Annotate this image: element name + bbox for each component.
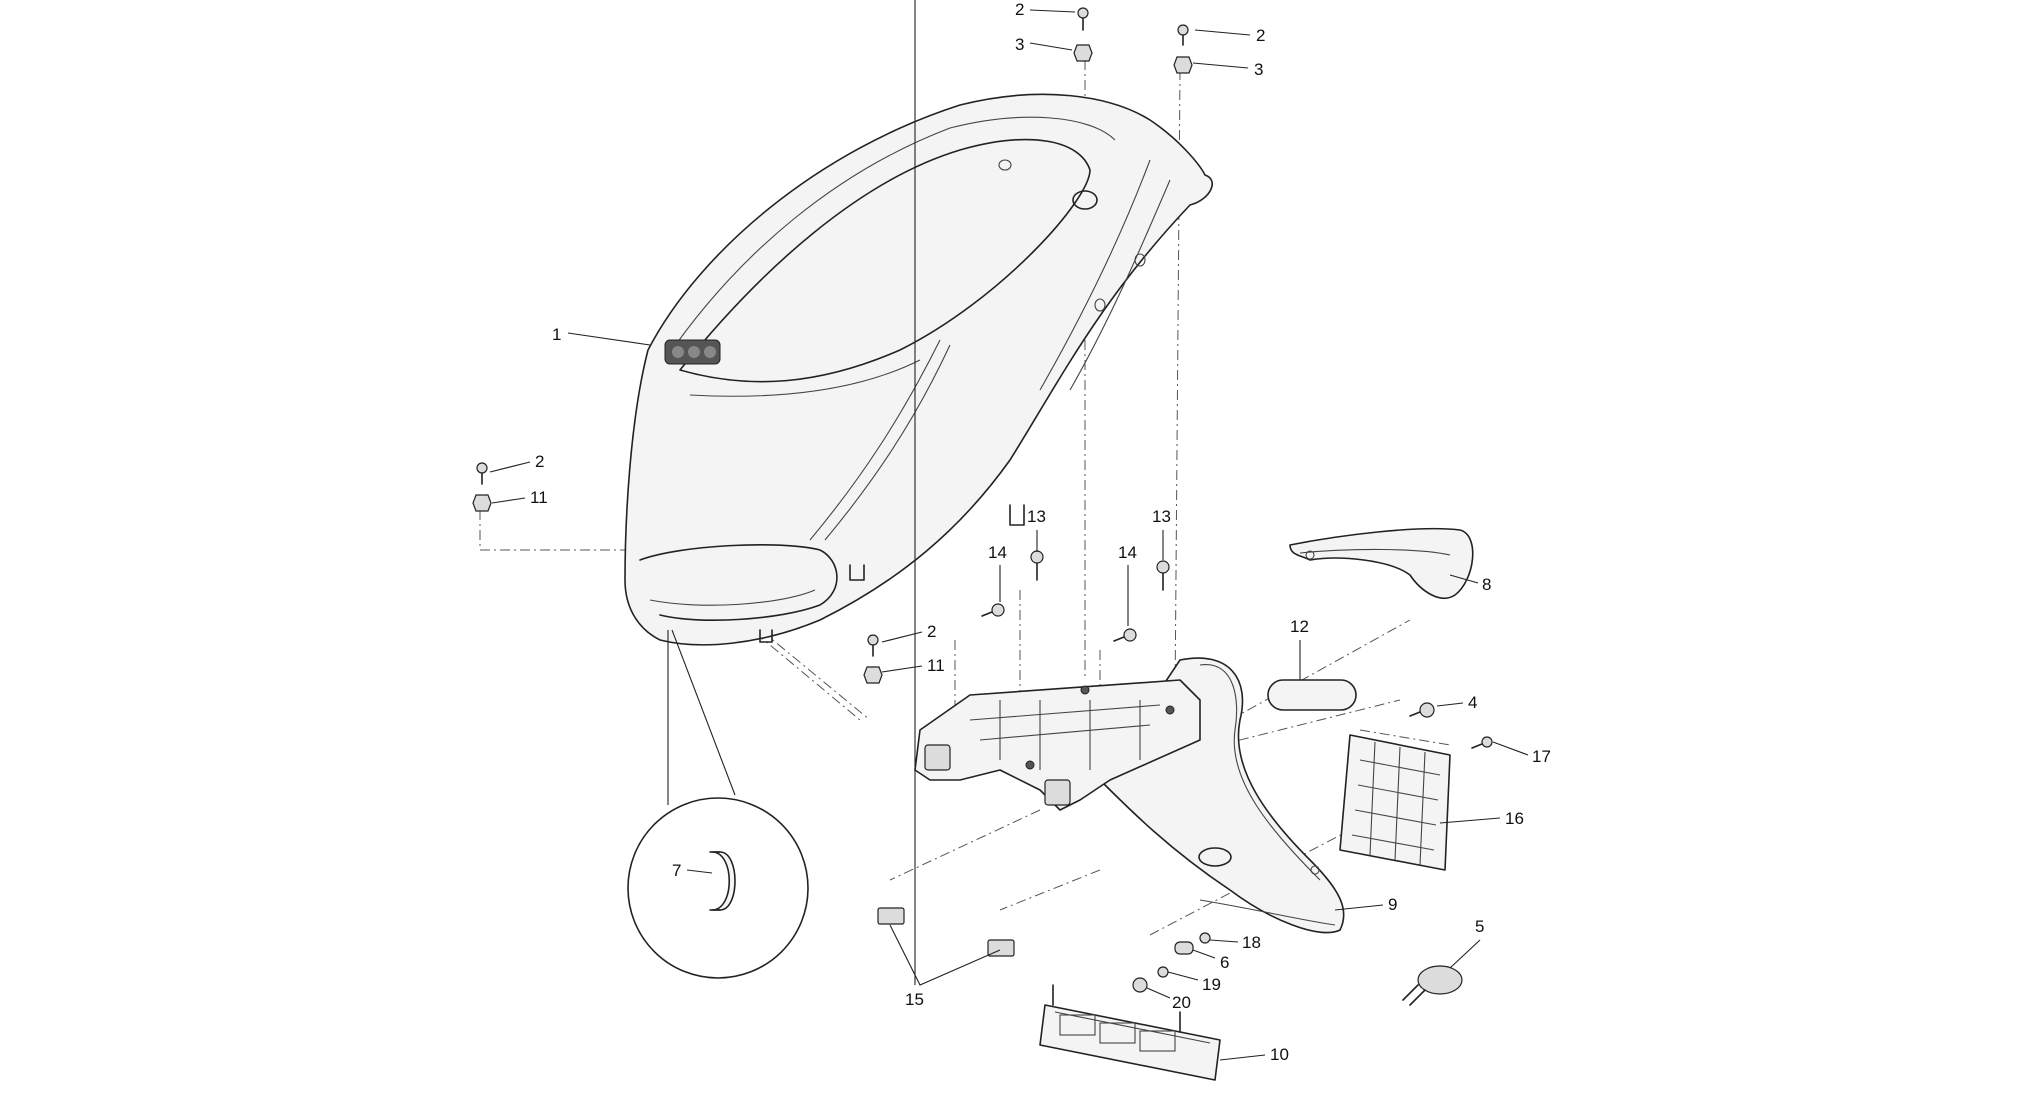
license-plate-holder [1339, 734, 1451, 871]
hardware-fasteners [472, 7, 1493, 993]
callout-18: 18 [1242, 933, 1261, 952]
callout-8: 8 [1482, 575, 1491, 594]
callout-2: 2 [535, 452, 544, 471]
callout-1: 1 [552, 325, 561, 344]
callout-10: 10 [1270, 1045, 1289, 1064]
callout-5: 5 [1475, 917, 1484, 936]
callout-20: 20 [1172, 993, 1191, 1012]
callout-13: 13 [1152, 507, 1171, 526]
callout-4: 4 [1468, 693, 1477, 712]
callout-17: 17 [1532, 747, 1551, 766]
callout-6: 6 [1220, 953, 1229, 972]
detail-callout-circle [627, 629, 809, 979]
callout-19: 19 [1202, 975, 1221, 994]
front-body-shield [624, 93, 1213, 646]
callout-13: 13 [1027, 507, 1046, 526]
callout-7: 7 [672, 861, 681, 880]
callout-15: 15 [905, 990, 924, 1009]
rear-cover-piece [1289, 527, 1474, 599]
callout-9: 9 [1388, 895, 1397, 914]
rear-bracket [914, 679, 1201, 811]
callout-2: 2 [1015, 0, 1024, 19]
callout-11: 11 [530, 488, 548, 507]
callout-11: 11 [927, 656, 945, 675]
callout-12: 12 [1290, 617, 1309, 636]
callout-14: 14 [988, 543, 1007, 562]
callout-2: 2 [1256, 26, 1265, 45]
rear-reflector-panel [1039, 984, 1221, 1081]
callout-3: 3 [1015, 35, 1024, 54]
callout-2: 2 [927, 622, 936, 641]
clip-nuts [877, 907, 1015, 957]
callout-14: 14 [1118, 543, 1137, 562]
callout-3: 3 [1254, 60, 1263, 79]
callout-labels: 1 2 3 2 3 2 11 2 11 13 13 14 14 8 12 4 1… [530, 0, 1551, 1064]
callout-16: 16 [1505, 809, 1524, 828]
rubber-bumper [1402, 965, 1463, 1006]
oval-reflector [1267, 679, 1357, 711]
callout-leaders [489, 0, 1529, 1061]
